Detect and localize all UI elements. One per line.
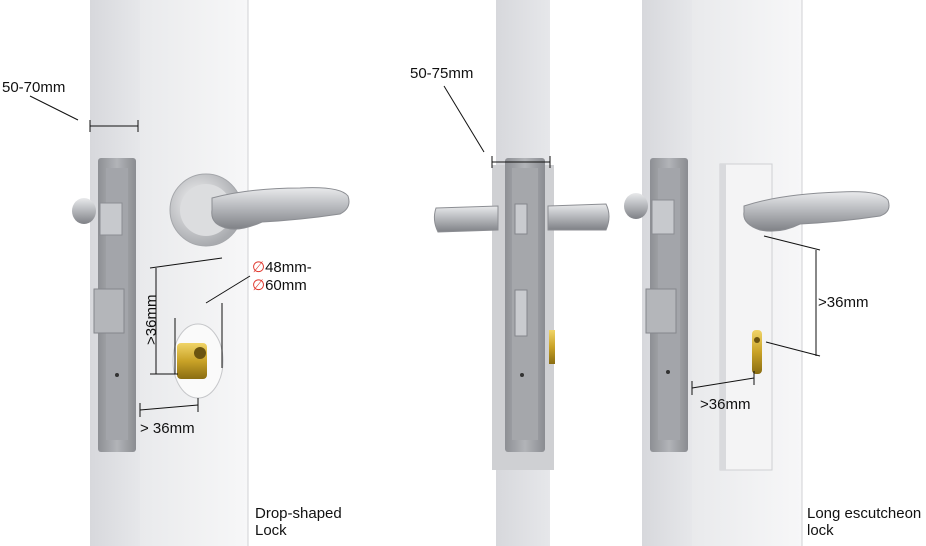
panel-long-escutcheon bbox=[624, 0, 890, 546]
latch-bolt-icon bbox=[99, 202, 123, 236]
back-handle-icon bbox=[624, 193, 648, 219]
diameter-symbol: ∅ bbox=[252, 277, 266, 294]
lever-handle-icon bbox=[211, 187, 350, 230]
panel-caption-line2: lock bbox=[807, 522, 834, 539]
diameter-symbol: ∅ bbox=[252, 259, 266, 276]
panel-caption-line2: Lock bbox=[255, 522, 287, 539]
euro-cylinder-icon bbox=[752, 330, 762, 374]
panel-caption-line1: Drop-shaped bbox=[255, 505, 342, 522]
panel-drop-shaped bbox=[29, 0, 350, 546]
panel-caption-line1: Long escutcheon bbox=[807, 505, 922, 522]
hole-diameter-max: 60mm bbox=[265, 277, 307, 294]
back-handle-icon bbox=[72, 198, 96, 224]
panel-side-view bbox=[433, 0, 610, 546]
lever-handle-right-icon bbox=[547, 203, 610, 231]
edge-to-cylinder-label: > 36mm bbox=[140, 420, 195, 437]
door-thickness-label: 50-75mm bbox=[410, 65, 474, 82]
handle-to-cylinder-label: >36mm bbox=[818, 294, 869, 311]
lever-handle-left-icon bbox=[433, 205, 499, 233]
deadbolt-icon bbox=[93, 288, 125, 334]
door-face bbox=[140, 0, 248, 546]
door-thickness-label: 50-70mm bbox=[2, 79, 66, 96]
lever-handle-icon bbox=[743, 191, 890, 232]
euro-cylinder-icon bbox=[549, 330, 555, 364]
hole-diameter-label-2: ∅60mm bbox=[252, 277, 307, 294]
edge-to-cylinder-label: >36mm bbox=[700, 396, 751, 413]
handle-to-cylinder-label: >36mm bbox=[143, 294, 160, 345]
hole-diameter-min: 48mm- bbox=[265, 259, 312, 276]
hole-diameter-label: ∅48mm- bbox=[252, 259, 312, 276]
